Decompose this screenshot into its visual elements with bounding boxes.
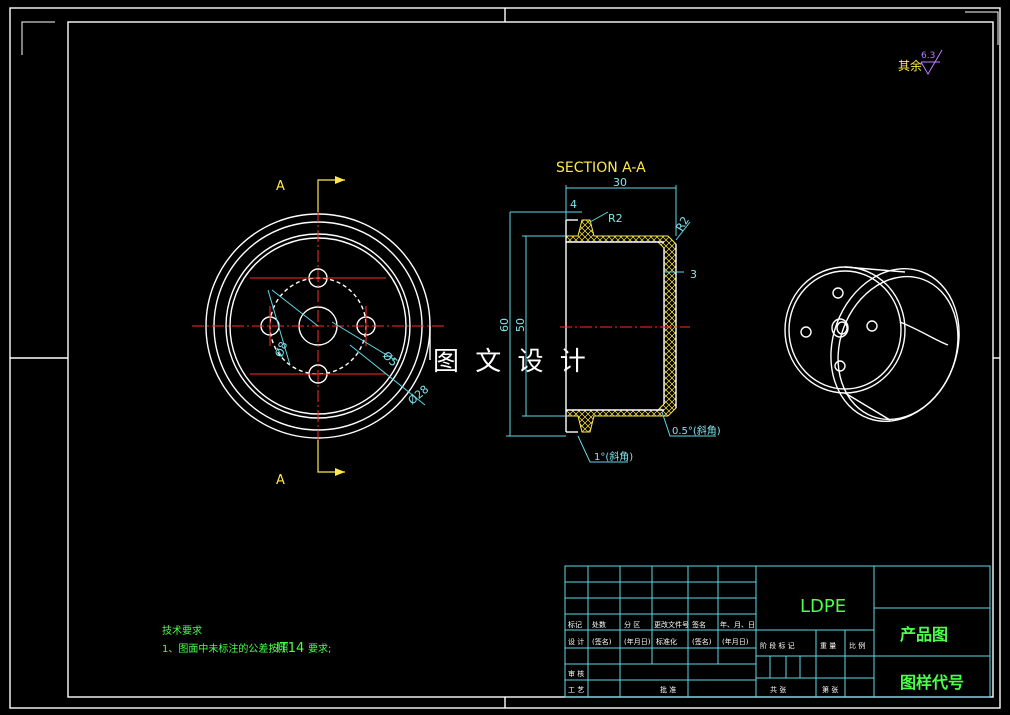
svg-text:阶 段 标 记: 阶 段 标 记 (760, 641, 795, 650)
dim-hole: Ø8 (273, 340, 291, 359)
svg-text:标记: 标记 (568, 620, 582, 629)
svg-text:重 量: 重 量 (820, 642, 836, 650)
roughness-value: 6.3 (921, 51, 935, 61)
drawing-number: 图样代号 (900, 673, 964, 692)
svg-text:共 张: 共 张 (770, 685, 786, 694)
tech-notes-line1: 1、图面中未标注的公差按照 (162, 642, 288, 655)
svg-text:设 计: 设 计 (568, 637, 584, 646)
dim-outer: Ø28 (406, 383, 432, 408)
svg-text:签名: 签名 (692, 620, 706, 629)
dim-lip: 4 (570, 198, 577, 211)
svg-text:处数: 处数 (592, 620, 606, 629)
dim-r-inner: R2 (608, 212, 623, 225)
dim-pcd: Ø5 (380, 349, 400, 369)
dim-draft-outer: 1°(斜角) (594, 450, 633, 463)
dim-draft-inner: 0.5°(斜角) (672, 424, 721, 437)
svg-text:(签名): (签名) (692, 637, 712, 646)
svg-text:审 核: 审 核 (568, 669, 584, 678)
watermark: 图 文 设 计 (433, 347, 590, 377)
dim-r-outer: R2 (673, 214, 692, 233)
cut-label-bottom: A (276, 473, 285, 488)
inner-border (67, 21, 994, 698)
svg-text:(年月日): (年月日) (722, 637, 749, 646)
front-view: Ø8 Ø5 Ø28 A A (192, 176, 444, 488)
dim-width: 30 (613, 176, 627, 189)
dim-wall: 3 (690, 268, 697, 281)
tech-notes-title: 技术要求 (162, 624, 202, 637)
svg-text:分 区: 分 区 (624, 620, 640, 629)
tech-notes-code: IT14 (276, 641, 304, 656)
isometric-view (784, 266, 960, 423)
svg-text:比 例: 比 例 (849, 641, 865, 650)
svg-text:批 准: 批 准 (660, 685, 676, 694)
material: LDPE (800, 596, 846, 617)
title-block: LDPE 产品图 图样代号 标记 处数 分 区 更改文件号 签名 年、月、日 设… (564, 565, 991, 698)
svg-text:工 艺: 工 艺 (568, 686, 584, 694)
svg-text:标准化: 标准化 (656, 637, 677, 646)
svg-text:(签名): (签名) (592, 637, 612, 646)
svg-text:年、月、日: 年、月、日 (720, 620, 755, 629)
section-title: SECTION A-A (556, 160, 646, 176)
roughness-symbol (920, 49, 943, 75)
tech-notes-suffix: 要求; (308, 643, 331, 655)
dim-inner-h: 50 (514, 318, 527, 332)
svg-text:第 张: 第 张 (822, 685, 838, 694)
section-view: SECTION A-A 30 4 R2 R2 3 60 50 1°(斜角) (498, 160, 721, 463)
cut-label-top: A (276, 179, 285, 194)
svg-text:(年月日): (年月日) (624, 637, 651, 646)
dim-outer-h: 60 (498, 318, 511, 332)
svg-text:更改文件号: 更改文件号 (654, 620, 689, 629)
roughness-label: 其余 (898, 58, 922, 73)
product-label: 产品图 (900, 625, 948, 644)
